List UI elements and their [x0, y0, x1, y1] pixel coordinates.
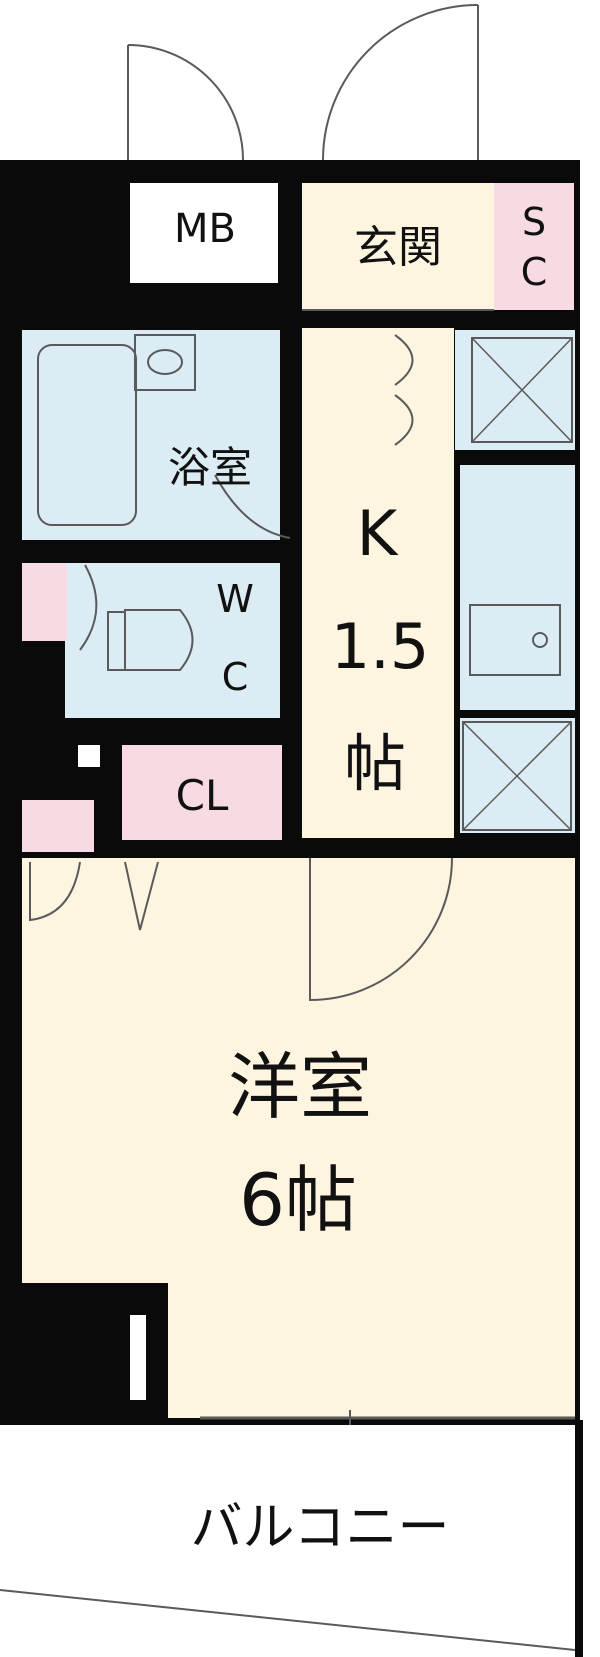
closet-door-right	[124, 861, 159, 931]
bathtub	[37, 344, 137, 526]
wc-area	[65, 563, 280, 718]
western-room-size-label: 6帖	[239, 1158, 357, 1242]
bath-label: 浴室	[168, 443, 252, 492]
kitchen-size-label: 1.5	[331, 610, 430, 683]
entry-door-left	[127, 44, 244, 161]
sink	[469, 604, 561, 676]
bath-door	[214, 474, 291, 539]
western-room-label: 洋室	[228, 1045, 372, 1129]
closet-door-left	[29, 861, 81, 922]
mb-label: MB	[174, 206, 236, 252]
bathroom-area	[22, 330, 280, 540]
balcony-area	[0, 1425, 575, 1657]
cl-closet	[122, 745, 282, 840]
balcony-end-wall	[575, 1420, 583, 1657]
wc-label-top: W	[216, 577, 254, 621]
kitchen-storage-door	[394, 334, 414, 446]
kitchen-unit-label: 帖	[344, 727, 406, 800]
western-room-area	[22, 858, 575, 1363]
mb-room	[130, 183, 278, 283]
wc-door	[79, 564, 98, 651]
entry-door-right	[322, 4, 479, 161]
pillar	[22, 1283, 168, 1420]
room-door	[309, 857, 453, 1002]
genkan-label: 玄関	[354, 222, 442, 273]
wc-storage	[22, 563, 67, 641]
sc-label-top: S	[522, 200, 546, 244]
balcony-rail	[0, 1589, 576, 1651]
kitchen-label: K	[357, 497, 399, 570]
balcony-label: バルコニー	[191, 1498, 450, 1558]
kitchen-area	[302, 328, 454, 838]
fridge-space	[455, 330, 575, 450]
kitchen-counter	[460, 465, 575, 710]
small-closet	[22, 800, 94, 852]
cl-label: CL	[176, 771, 229, 820]
genkan-area	[302, 183, 494, 310]
toilet	[124, 609, 194, 671]
shoe-cabinet	[494, 183, 574, 310]
sc-label-bottom: C	[521, 250, 548, 294]
western-room-lower	[168, 1360, 575, 1418]
wc-label-bottom: C	[222, 655, 249, 699]
washbasin	[134, 334, 196, 391]
